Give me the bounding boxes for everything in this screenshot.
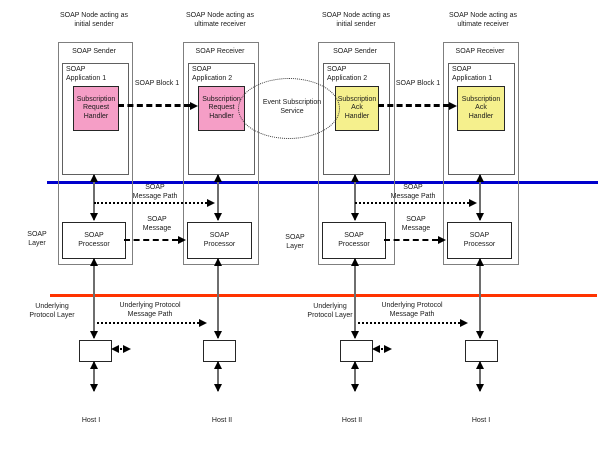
soap-processor-label: SOAP Processor [338, 232, 370, 248]
host-label: Host II [211, 417, 233, 424]
host-box [203, 340, 236, 362]
soap-application-label: SOAP Application 1 [66, 66, 107, 82]
subscription-request-handler-box: Subscription Request Handler [198, 86, 245, 131]
event-subscription-service-ellipse [238, 78, 340, 139]
soap-layer-label: SOAP Layer [285, 234, 305, 250]
soap-node-header: SOAP Sender [333, 48, 377, 55]
host-label: Host II [341, 417, 363, 424]
soap-node-header: SOAP Sender [72, 48, 116, 55]
soap-node-caption: SOAP Node acting as ultimate receiver [186, 12, 254, 28]
subscription-request-handler-box: Subscription Request Handler [73, 86, 119, 131]
host-box [79, 340, 112, 362]
underlying-protocol-boundary-line [50, 294, 597, 297]
soap-processor-box: SOAP Processor [187, 222, 252, 259]
soap-block-label: SOAP Block 1 [395, 80, 441, 87]
soap-application-label: SOAP Application 2 [192, 66, 233, 82]
soap-message-path-label: SOAP Message Path [132, 184, 178, 200]
subscription-ack-handler-box: Subscription Ack Handler [335, 86, 379, 131]
host-label: Host I [471, 417, 491, 424]
underlying-protocol-message-path-label: Underlying Protocol Message Path [119, 302, 181, 318]
soap-node-header: SOAP Receiver [455, 48, 505, 55]
soap-processor-label: SOAP Processor [463, 232, 496, 248]
soap-processor-label: SOAP Processor [203, 232, 236, 248]
soap-processor-box: SOAP Processor [322, 222, 386, 259]
host-label: Host I [81, 417, 101, 424]
soap-processor-box: SOAP Processor [447, 222, 512, 259]
soap-message-label: SOAP Message [142, 216, 172, 232]
soap-block-label: SOAP Block 1 [134, 80, 180, 87]
event-subscription-service-label: Event Subscription Service [262, 99, 322, 115]
soap-layer-boundary-line [47, 181, 598, 184]
host-box [340, 340, 373, 362]
soap-node-caption: SOAP Node acting as initial sender [60, 12, 128, 28]
soap-message-path-label: SOAP Message Path [390, 184, 436, 200]
subscription-handler-label: Subscription Ack Handler [337, 95, 377, 120]
soap-processor-label: SOAP Processor [78, 232, 110, 248]
subscription-handler-label: Subscription Ack Handler [461, 95, 501, 120]
soap-application-label: SOAP Application 2 [327, 66, 368, 82]
subscription-ack-handler-box: Subscription Ack Handler [457, 86, 505, 131]
subscription-handler-label: Subscription Request Handler [76, 95, 116, 120]
underlying-protocol-layer-label: Underlying Protocol Layer [29, 303, 75, 319]
soap-layer-label: SOAP Layer [27, 231, 47, 247]
soap-node-caption: SOAP Node acting as ultimate receiver [449, 12, 517, 28]
underlying-protocol-message-path-label: Underlying Protocol Message Path [381, 302, 443, 318]
soap-message-label: SOAP Message [401, 216, 431, 232]
soap-processor-box: SOAP Processor [62, 222, 126, 259]
host-lateral-arrow [111, 345, 131, 353]
host-lateral-arrow [372, 345, 392, 353]
subscription-handler-label: Subscription Request Handler [202, 95, 241, 120]
soap-application-label: SOAP Application 1 [452, 66, 493, 82]
host-box [465, 340, 498, 362]
underlying-protocol-layer-label: Underlying Protocol Layer [307, 303, 353, 319]
soap-node-header: SOAP Receiver [195, 48, 245, 55]
soap-node-caption: SOAP Node acting as initial sender [322, 12, 390, 28]
